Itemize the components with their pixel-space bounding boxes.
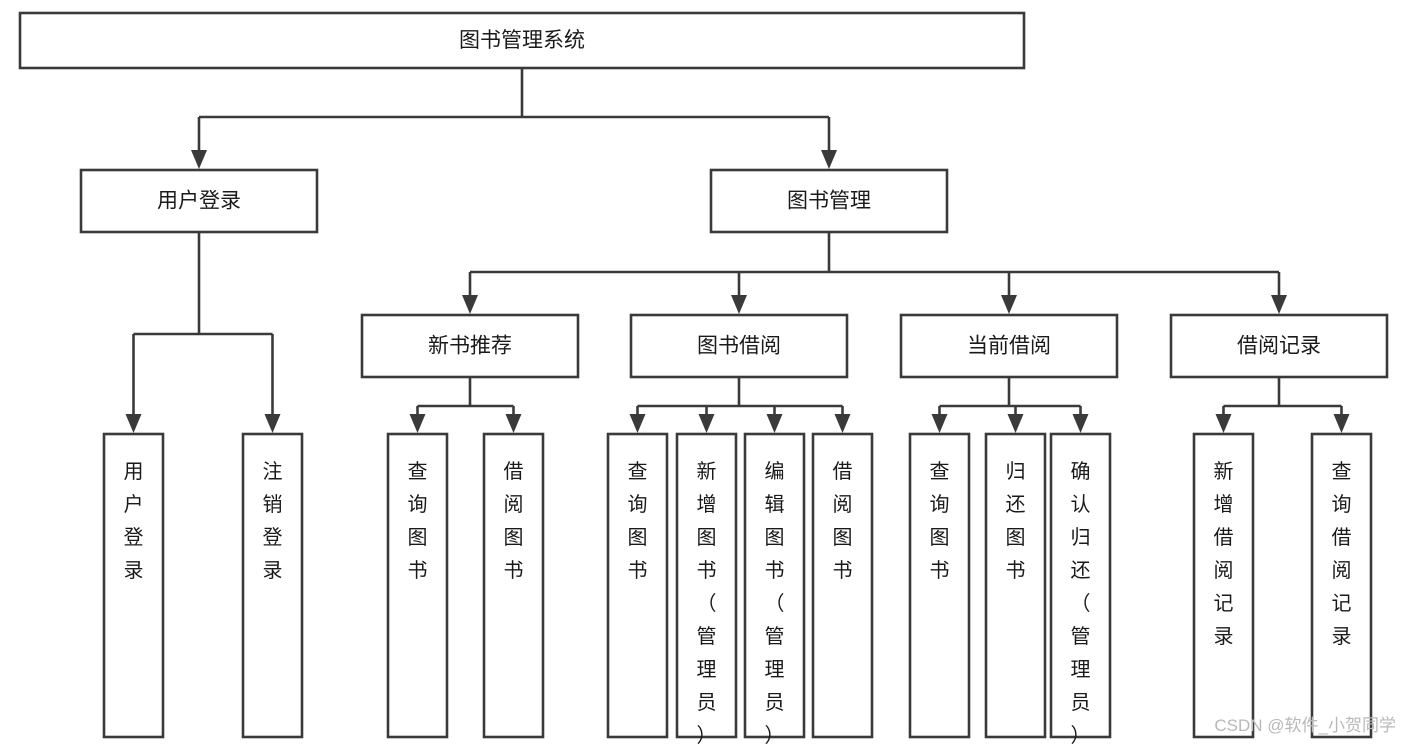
node-label: 图书管理 <box>787 190 871 213</box>
node-leaf-bb-edit-book[interactable]: 编辑图书（管理员） <box>743 432 806 747</box>
edge-root-to-level2 <box>191 68 837 169</box>
node-label: 注销登录 <box>263 460 283 582</box>
arrow-head <box>834 414 851 433</box>
node-box[interactable] <box>1310 432 1373 739</box>
arrow-head <box>766 414 783 433</box>
node-leaf-br-add-record[interactable]: 新增借阅记录 <box>1192 432 1255 739</box>
node-box[interactable] <box>1169 313 1389 379</box>
node-box[interactable] <box>482 432 545 739</box>
node-label: 图书管理系统 <box>459 29 585 52</box>
node-leaf-br-query-record[interactable]: 查询借阅记录 <box>1310 432 1373 739</box>
node-label: 借阅图书 <box>833 460 853 582</box>
nodes-layer: 图书管理系统用户登录图书管理新书推荐图书借阅当前借阅借阅记录用户登录注销登录查询… <box>18 11 1389 747</box>
node-book-borrow[interactable]: 图书借阅 <box>629 313 849 379</box>
node-leaf-cb-query-book[interactable]: 查询图书 <box>908 432 971 739</box>
edge-recommend-to-leaves <box>409 377 522 433</box>
arrow-head <box>698 414 715 433</box>
arrow-head <box>1001 295 1017 314</box>
node-current-borrow[interactable]: 当前借阅 <box>899 313 1119 379</box>
csdn-watermark: CSDN @软件_小贺同学 <box>1214 716 1396 735</box>
node-box[interactable] <box>386 432 449 739</box>
node-box[interactable] <box>1049 432 1112 739</box>
node-label: 借阅图书 <box>504 460 524 582</box>
arrow-head <box>731 295 747 314</box>
node-box[interactable] <box>675 432 738 739</box>
arrow-head <box>1072 414 1089 433</box>
node-leaf-bb-add-book[interactable]: 新增图书（管理员） <box>675 432 738 747</box>
node-box[interactable] <box>899 313 1119 379</box>
node-label: 查询图书 <box>628 460 648 582</box>
edge-bookmanage-to-lvl3 <box>462 232 1287 314</box>
node-label: 新增借阅记录 <box>1214 460 1234 648</box>
node-label: 用户登录 <box>124 461 144 582</box>
node-borrow-record[interactable]: 借阅记录 <box>1169 313 1389 379</box>
arrow-head <box>931 414 948 433</box>
node-box[interactable] <box>984 432 1047 739</box>
arrow-head <box>1007 414 1024 433</box>
arrow-head <box>1271 295 1287 314</box>
node-book-manage[interactable]: 图书管理 <box>709 168 949 234</box>
node-label: 新书推荐 <box>428 335 512 358</box>
node-label: 查询借阅记录 <box>1332 460 1352 648</box>
node-label: 编辑图书（管理员） <box>765 460 785 747</box>
node-label: 图书借阅 <box>697 335 781 358</box>
edge-current-to-leaves <box>931 377 1089 433</box>
edge-borrow-to-leaves <box>629 377 851 433</box>
node-leaf-user-login[interactable]: 用户登录 <box>102 432 165 739</box>
edges-layer <box>125 68 1350 433</box>
node-leaf-bb-query-book[interactable]: 查询图书 <box>606 432 669 739</box>
arrow-head <box>191 150 207 169</box>
node-box[interactable] <box>79 168 319 234</box>
arrow-head <box>1333 414 1350 433</box>
node-box[interactable] <box>743 432 806 739</box>
arrow-head <box>629 414 646 433</box>
node-label: 借阅记录 <box>1237 335 1321 358</box>
node-leaf-rec-query-book[interactable]: 查询图书 <box>386 432 449 739</box>
node-user-login[interactable]: 用户登录 <box>79 168 319 234</box>
node-box[interactable] <box>18 11 1026 70</box>
node-leaf-cb-confirm-return[interactable]: 确认归还（管理员） <box>1049 432 1112 747</box>
node-box[interactable] <box>709 168 949 234</box>
arrow-head <box>125 414 142 433</box>
node-root[interactable]: 图书管理系统 <box>18 11 1026 70</box>
node-box[interactable] <box>606 432 669 739</box>
node-box[interactable] <box>1192 432 1255 739</box>
node-label: 新增图书（管理员） <box>697 460 717 747</box>
arrow-head <box>1215 414 1232 433</box>
node-leaf-bb-borrow-book[interactable]: 借阅图书 <box>811 432 874 739</box>
node-box[interactable] <box>360 313 580 379</box>
node-label: 查询图书 <box>408 460 428 582</box>
node-label: 查询图书 <box>930 460 950 582</box>
node-leaf-cb-return-book[interactable]: 归还图书 <box>984 432 1047 739</box>
node-box[interactable] <box>811 432 874 739</box>
arrow-head <box>462 295 478 314</box>
edge-record-to-leaves <box>1215 377 1350 433</box>
arrow-head <box>264 414 281 433</box>
node-box[interactable] <box>629 313 849 379</box>
node-label: 当前借阅 <box>967 335 1051 358</box>
node-label: 确认归还（管理员） <box>1071 460 1091 747</box>
arrow-head <box>821 150 837 169</box>
node-label: 归还图书 <box>1006 460 1026 582</box>
node-leaf-user-logout[interactable]: 注销登录 <box>241 432 304 739</box>
node-new-book-recommend[interactable]: 新书推荐 <box>360 313 580 379</box>
edge-userlogin-to-leaves <box>125 232 281 433</box>
node-leaf-rec-borrow-book[interactable]: 借阅图书 <box>482 432 545 739</box>
node-box[interactable] <box>102 432 165 739</box>
node-label: 用户登录 <box>157 190 241 213</box>
arrow-head <box>409 414 426 433</box>
node-box[interactable] <box>241 432 304 739</box>
node-box[interactable] <box>908 432 971 739</box>
arrow-head <box>505 414 522 433</box>
